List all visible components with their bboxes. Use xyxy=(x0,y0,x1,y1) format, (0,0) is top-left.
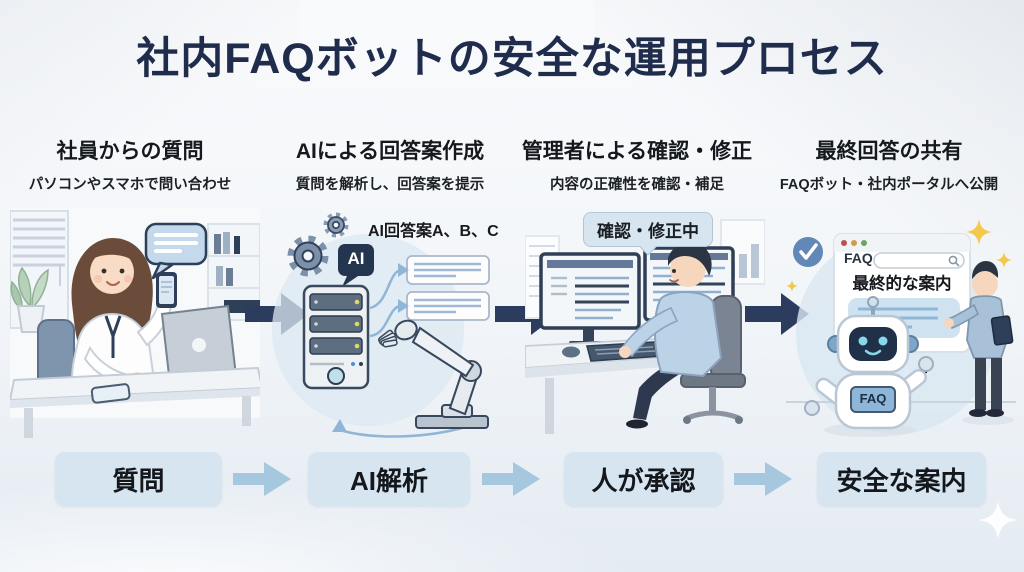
check-icon xyxy=(793,237,823,267)
connector-arrows xyxy=(332,263,463,438)
browser-message: 最終的な案内 xyxy=(852,275,952,293)
answer-card xyxy=(406,255,490,285)
illustration-employee-question xyxy=(10,208,260,442)
window-dot-green xyxy=(861,240,867,246)
page-title: 社内FAQボットの安全な運用プロセス xyxy=(136,35,888,83)
smartphone-on-desk xyxy=(90,383,131,404)
window-dot-orange xyxy=(851,240,857,246)
flow-box-human-approval: 人が承認 xyxy=(564,452,723,506)
gear-icon xyxy=(323,212,349,238)
flow-label: 安全な案内 xyxy=(836,465,967,496)
search-bar xyxy=(873,252,965,269)
desk xyxy=(10,366,260,438)
smartphone-in-hand xyxy=(156,272,177,308)
background-wedge xyxy=(0,0,300,210)
step-header-share: 最終回答の共有 FAQボット・社内ポータルへ公開 xyxy=(770,140,1008,194)
ai-chip-label: AI xyxy=(347,249,365,268)
flow-box-question: 質問 xyxy=(55,452,222,506)
window-dot-red xyxy=(841,240,847,246)
bookshelf xyxy=(207,223,260,321)
step-header-question: 社員からの質問 パソコンやスマホで問い合わせ xyxy=(18,140,242,194)
status-badge: 確認・修正中 xyxy=(583,212,713,247)
monitor-left xyxy=(539,252,641,346)
step-subheading: FAQボット・社内ポータルへ公開 xyxy=(779,177,999,194)
admin-scene xyxy=(525,219,765,434)
flow-label: 質問 xyxy=(112,465,165,496)
share-scene xyxy=(786,219,1016,437)
flow-arrow-icon xyxy=(482,460,540,503)
employee-scene xyxy=(10,208,260,438)
step-subheading: 質問を解析し、回答案を提示 xyxy=(295,177,485,194)
process-arrow-icon xyxy=(745,291,809,342)
answer-card xyxy=(406,291,490,321)
flow-label: 人が承認 xyxy=(591,465,696,496)
presenter-figure xyxy=(944,261,1014,417)
ai-scene xyxy=(272,212,490,438)
flow-box-ai-analysis: AI解析 xyxy=(308,452,470,506)
browser-title: FAQ xyxy=(844,250,873,266)
illustration-final-share: FAQ 最終的な案内 FAQ xyxy=(778,206,1024,442)
server-icon xyxy=(302,284,370,390)
step-header-admin-review: 管理者による確認・修正 内容の正確性を確認・補足 xyxy=(513,140,761,194)
admin-figure xyxy=(619,242,723,429)
flow-box-safe-guidance: 安全な案内 xyxy=(817,452,986,506)
faq-robot xyxy=(804,296,934,430)
ai-chip-badge xyxy=(338,244,374,287)
sparkle-icon xyxy=(786,219,1012,292)
step-heading: 社員からの質問 xyxy=(56,140,204,163)
sparkle-icon xyxy=(978,500,1018,545)
step-subheading: パソコンやスマホで問い合わせ xyxy=(28,177,232,194)
step-heading: 管理者による確認・修正 xyxy=(521,140,753,163)
illustration-admin-review: 確認・修正中 xyxy=(525,206,765,442)
robot-arm xyxy=(378,319,489,429)
step-subheading: 内容の正確性を確認・補足 xyxy=(550,177,724,194)
mouse-icon xyxy=(562,346,580,358)
robot-chest-badge: FAQ xyxy=(859,391,887,406)
gear-icon xyxy=(287,235,329,277)
search-icon xyxy=(948,255,960,267)
ai-answers-annotation: AI回答案A、B、C xyxy=(368,223,499,240)
step-header-ai-draft: AIによる回答案作成 質問を解析し、回答案を提示 xyxy=(272,140,508,194)
flow-arrow-icon xyxy=(734,460,792,503)
flow-label: AI解析 xyxy=(349,465,428,496)
step-heading: AIによる回答案作成 xyxy=(295,140,485,163)
step-heading: 最終回答の共有 xyxy=(815,140,963,163)
illustration-ai-draft: AI回答案A、B、C AI xyxy=(266,208,506,442)
flow-arrow-icon xyxy=(233,460,291,503)
figure-shadow xyxy=(962,415,1014,425)
